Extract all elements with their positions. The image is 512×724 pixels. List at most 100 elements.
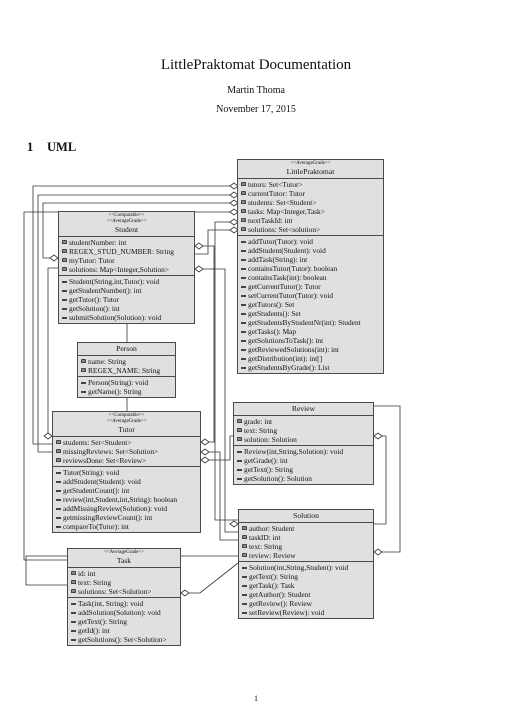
private-attribute-icon — [71, 580, 76, 584]
method-row: submitSolution(Solution): void — [61, 313, 192, 322]
diamond-solution-author — [229, 520, 239, 528]
public-method-icon — [71, 630, 76, 632]
method-row: getCurrentTutor(): Tutor — [240, 282, 381, 291]
attribute-row: tutors: Set<Tutor> — [240, 180, 381, 189]
method-row: containsTask(int): boolean — [240, 273, 381, 282]
method-row: getStudentsByStudentNr(int): Student — [240, 318, 381, 327]
public-method-icon — [241, 367, 246, 369]
public-method-icon — [242, 567, 247, 569]
public-method-icon — [241, 277, 246, 279]
public-method-icon — [237, 469, 242, 471]
method-row: getStudentCount(): int — [55, 486, 198, 495]
assoc-task-solutions — [181, 562, 239, 594]
public-method-icon — [241, 313, 246, 315]
private-attribute-icon — [241, 191, 246, 195]
document-date: November 17, 2015 — [216, 104, 296, 115]
class-name: Task — [116, 556, 132, 565]
section-title: UML — [47, 140, 77, 154]
public-method-icon — [242, 612, 247, 614]
attributes-compartment: author: Student taskID: int text: String… — [239, 523, 373, 562]
attribute-row: author: Student — [241, 524, 371, 533]
public-method-icon — [241, 250, 246, 252]
assoc-tutor-missing-reviews — [201, 451, 238, 541]
method-row: Tutor(String): void — [55, 468, 198, 477]
method-row: getStudentNumber(): int — [61, 286, 192, 295]
method-row: getId(): int — [70, 626, 178, 635]
method-row: addTask(String): int — [240, 255, 381, 264]
public-method-icon — [71, 612, 76, 614]
class-little-praktomat: <<AverageGrade>> LittlePraktomat tutors:… — [237, 159, 384, 374]
method-row: review(int,Student,int,String): boolean — [55, 495, 198, 504]
method-row: getGrade(): int — [236, 456, 371, 465]
diamond-student-mytutor — [49, 254, 59, 262]
page-number: 1 — [254, 694, 258, 703]
attribute-row: students: Set<Student> — [240, 198, 381, 207]
class-stereotype: <<Comparable>> — [108, 413, 145, 418]
method-row: getSolutionsToTask(): int — [240, 336, 381, 345]
diamond-student-ref — [194, 242, 204, 250]
attribute-row: grade: int — [236, 417, 371, 426]
attribute-row: id: int — [70, 569, 178, 578]
private-attribute-icon — [241, 227, 246, 231]
private-attribute-icon — [62, 240, 67, 244]
class-solution: Solution author: Student taskID: int tex… — [238, 509, 374, 619]
public-method-icon — [242, 594, 247, 596]
private-attribute-icon — [241, 200, 246, 204]
methods-compartment: Review(int,String,Solution): void getGra… — [234, 446, 373, 484]
method-row: addTutor(Tutor): void — [240, 237, 381, 246]
attribute-row: text: String — [241, 542, 371, 551]
method-row: addStudent(Student): void — [55, 477, 198, 486]
method-row: getStudents(): Set — [240, 309, 381, 318]
class-stereotype: <<AverageGrade>> — [103, 550, 145, 555]
private-attribute-icon — [62, 249, 67, 253]
public-method-icon — [56, 490, 61, 492]
public-method-icon — [241, 241, 246, 243]
public-method-icon — [81, 391, 86, 393]
public-method-icon — [237, 478, 242, 480]
document-author: Martin Thoma — [227, 85, 285, 96]
attribute-row: nextTaskId: int — [240, 216, 381, 225]
private-attribute-icon — [241, 182, 246, 186]
attributes-compartment: tutors: Set<Tutor> currentTutor: Tutor s… — [238, 179, 383, 236]
public-method-icon — [56, 526, 61, 528]
assoc-review-solution — [374, 435, 387, 525]
diamond-solution-review — [373, 548, 383, 556]
private-attribute-icon — [56, 458, 61, 462]
class-person: Person name: String REGEX_NAME: String P… — [77, 342, 176, 398]
class-review: Review grade: int text: String solution:… — [233, 402, 374, 485]
diamond-tutor-students — [43, 432, 53, 440]
public-method-icon — [241, 331, 246, 333]
method-row: compareTo(Tutor): int — [55, 522, 198, 531]
method-row: addStudent(Student): void — [240, 246, 381, 255]
public-method-icon — [241, 340, 246, 342]
attributes-compartment: studentNumber: int REGEX_STUD_NUMBER: St… — [59, 237, 194, 276]
public-method-icon — [56, 508, 61, 510]
method-row: setReview(Review): void — [241, 608, 371, 617]
private-attribute-icon — [237, 428, 242, 432]
private-attribute-icon — [56, 440, 61, 444]
public-method-icon — [237, 451, 242, 453]
method-row: getDistribution(int): int[] — [240, 354, 381, 363]
method-row: setCurrentTutor(Tutor): void — [240, 291, 381, 300]
attribute-row: myTutor: Tutor — [61, 256, 192, 265]
methods-compartment: addTutor(Tutor): void addStudent(Student… — [238, 236, 383, 373]
attribute-row: solution: Solution — [236, 435, 371, 444]
private-attribute-icon — [242, 544, 247, 548]
private-attribute-icon — [242, 535, 247, 539]
public-method-icon — [56, 499, 61, 501]
diamond-task-solutions — [180, 589, 190, 597]
attributes-compartment: grade: int text: String solution: Soluti… — [234, 416, 373, 446]
attribute-row: reviewsDone: Set<Review> — [55, 456, 198, 465]
diamond-tutor-1 — [200, 438, 210, 446]
public-method-icon — [242, 603, 247, 605]
private-attribute-icon — [71, 589, 76, 593]
public-method-icon — [71, 603, 76, 605]
method-row: getSolution(): int — [61, 304, 192, 313]
private-attribute-icon — [81, 368, 86, 372]
attributes-compartment: name: String REGEX_NAME: String — [78, 356, 175, 377]
attribute-row: students: Set<Student> — [55, 438, 198, 447]
class-stereotype: <<Comparable>> — [108, 213, 145, 218]
method-row: getTutor(): Tutor — [61, 295, 192, 304]
diamond-tutor-2 — [200, 448, 210, 456]
